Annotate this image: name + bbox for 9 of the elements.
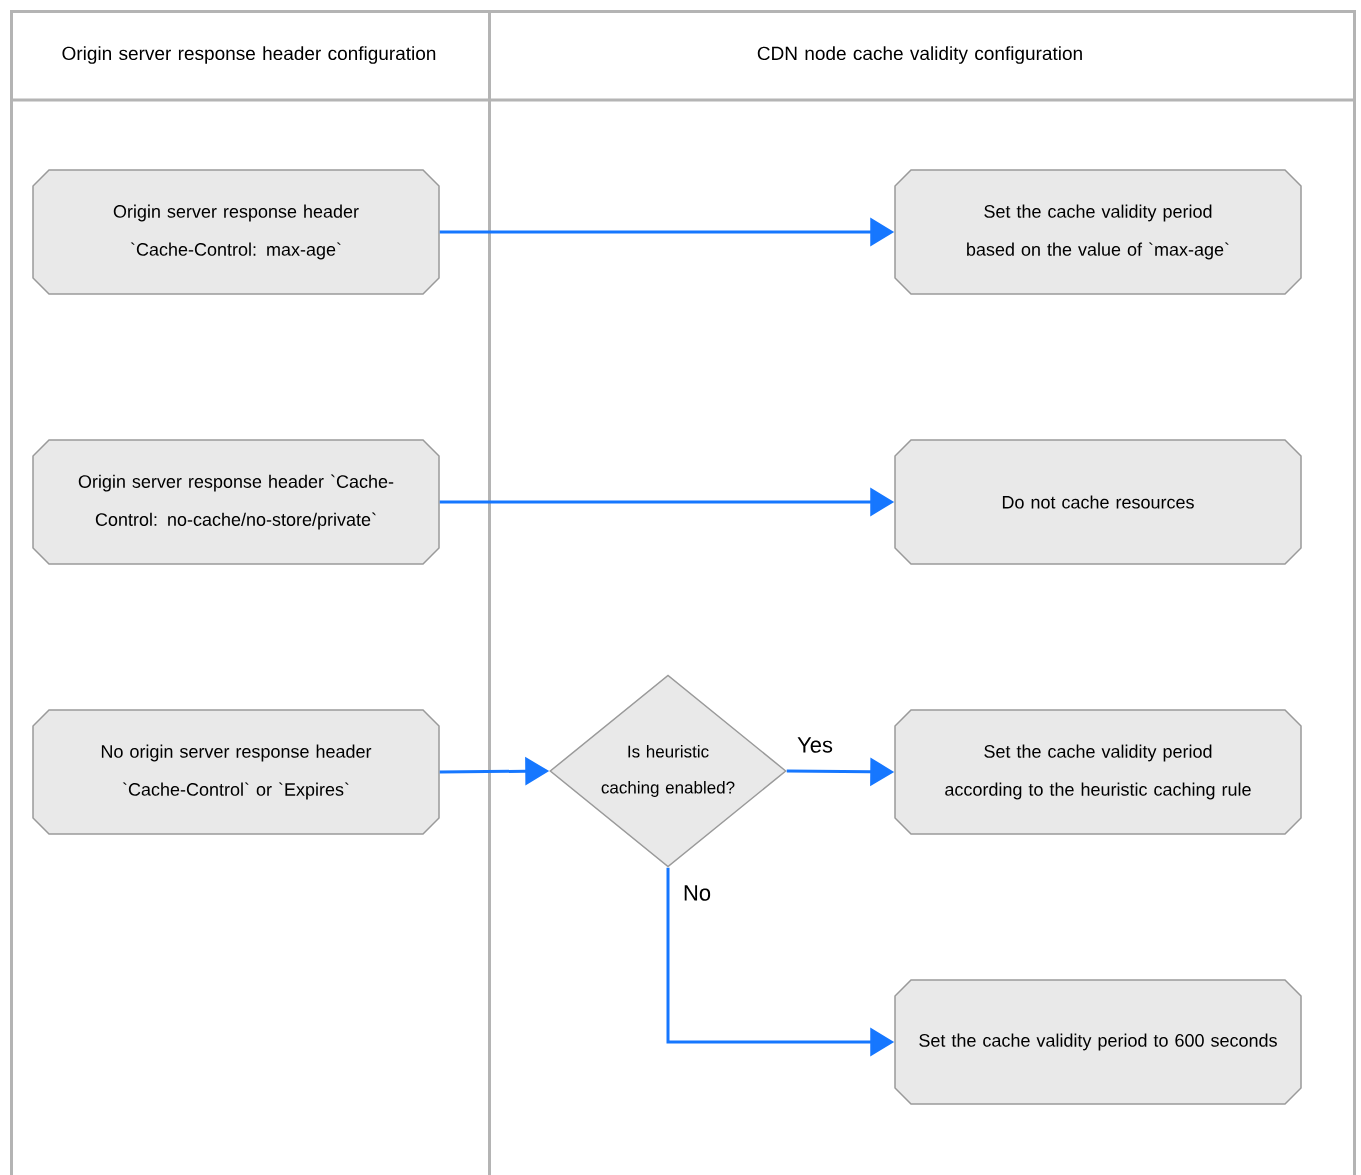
edge-label: Yes bbox=[795, 735, 835, 755]
process-box: No origin server response header `Cache-Control` or `Expires` bbox=[32, 709, 440, 835]
process-box: Set the cache validity period based on the value of `max-age` bbox=[894, 169, 1302, 295]
edge-label: No bbox=[680, 883, 714, 903]
process-box: Do not cache resources bbox=[894, 439, 1302, 565]
process-box: Origin server response header `Cache-Control: no-cache/no-store/private` bbox=[32, 439, 440, 565]
process-box: Set the cache validity period to 600 seconds bbox=[894, 979, 1302, 1105]
process-box: Origin server response header `Cache-Control: max-age` bbox=[32, 169, 440, 295]
process-box: Set the cache validity period according to the heuristic caching rule bbox=[894, 709, 1302, 835]
